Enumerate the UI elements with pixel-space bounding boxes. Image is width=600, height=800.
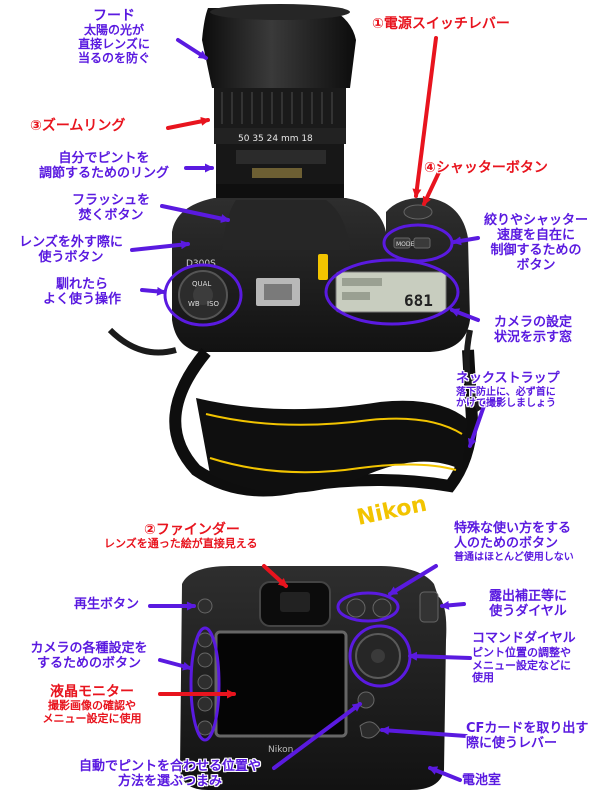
label-mode-line2: よく使う操作 bbox=[42, 291, 121, 307]
label-viewfinder: ②ファインダー レンズを通った絵が直接見える bbox=[104, 522, 257, 551]
label-af-selector: 自動でピントを合わせる位置や 方法を選ぶつまみ bbox=[60, 759, 280, 790]
label-menu-line1: カメラの各種設定を bbox=[30, 641, 148, 656]
svg-text:MODE: MODE bbox=[396, 241, 415, 248]
zoom-markings: 50 35 24 mm 18 bbox=[238, 134, 313, 144]
lens-hood bbox=[202, 8, 356, 88]
highlight-left-buttons bbox=[189, 626, 221, 742]
label-flash-line2: 焚くボタン bbox=[78, 207, 144, 223]
back-brand: Nikon bbox=[268, 745, 293, 755]
highlight-back-buttons bbox=[336, 591, 400, 623]
label-special-desc: 普通はほとんど使用しない bbox=[454, 551, 574, 563]
label-aperture-line4: ボタン bbox=[516, 257, 556, 273]
label-aperture-line3: 制御するための bbox=[490, 242, 582, 258]
label-hood: フード 太陽の光が 直接レンズに 当るのを防ぐ bbox=[44, 8, 184, 65]
lcd-monitor bbox=[214, 630, 348, 738]
label-aperture: 絞りやシャッター 速度を自在に 制御するための ボタン bbox=[474, 213, 598, 274]
label-af-line1: 自動でピントを合わせる位置や bbox=[78, 759, 261, 774]
label-exposure-dial: 露出補正等に 使うダイヤル bbox=[468, 589, 588, 620]
zoom-ring bbox=[214, 88, 346, 128]
back-camera-photo: Nikon bbox=[180, 566, 447, 790]
label-zoom-ring: ③ズームリング bbox=[30, 118, 126, 134]
arrow-viewfinder bbox=[262, 564, 288, 588]
label-command-desc2: メニュー設定などに bbox=[472, 658, 571, 672]
label-viewfinder-title: ②ファインダー bbox=[144, 522, 240, 538]
label-command-dial: コマンドダイヤル ピント位置の調整や メニュー設定などに 使用 bbox=[472, 631, 576, 685]
svg-text:QUAL: QUAL bbox=[192, 280, 211, 288]
label-strap-title: ネックストラップ bbox=[456, 371, 560, 386]
label-exposure-line1: 露出補正等に bbox=[488, 589, 567, 604]
arrow-shutter bbox=[422, 168, 442, 206]
label-flash-line1: フラッシュを bbox=[71, 193, 150, 208]
strap-brand: Nikon bbox=[355, 492, 429, 531]
label-strap-desc2: かけて撮影しましょう bbox=[456, 398, 556, 410]
label-menu-line2: するためのボタン bbox=[36, 655, 141, 671]
arrow-menu bbox=[158, 658, 192, 671]
label-power-switch: ①電源スイッチレバー bbox=[372, 16, 510, 32]
label-lcd-title: 液晶モニター bbox=[50, 684, 134, 700]
label-playback: 再生ボタン bbox=[74, 597, 140, 612]
arrow-zoom bbox=[166, 116, 210, 130]
label-cf-lever: CFカードを取り出す 際に使うレバー bbox=[466, 721, 589, 752]
label-strap-desc1: 落下防止に、必ず首に bbox=[456, 386, 556, 398]
label-hood-desc1: 太陽の光が bbox=[83, 23, 144, 38]
label-focus-line2: 調節するためのリング bbox=[38, 165, 169, 181]
label-command-desc3: 使用 bbox=[472, 671, 494, 685]
top-lcd-readout: 681 bbox=[404, 291, 433, 310]
arrow-af bbox=[272, 702, 362, 770]
arrow-mode-dial bbox=[140, 286, 166, 296]
label-special-line2: 人のためのボタン bbox=[454, 535, 559, 551]
label-cf-line2: 際に使うレバー bbox=[466, 735, 558, 751]
arrow-special bbox=[388, 564, 438, 596]
arrow-command bbox=[408, 651, 472, 661]
label-aperture-line1: 絞りやシャッター bbox=[483, 213, 588, 228]
highlight-top-lcd bbox=[324, 258, 460, 326]
label-strap: ネックストラップ 落下防止に、必ず首に かけて撮影しましょう bbox=[456, 371, 560, 410]
label-exposure-line2: 使うダイヤル bbox=[489, 603, 567, 619]
label-lcd-desc2: メニュー設定に使用 bbox=[42, 711, 142, 725]
label-menu-buttons: カメラの各種設定を するためのボタン bbox=[14, 641, 164, 672]
arrow-strap bbox=[468, 398, 488, 448]
arrow-lens-release bbox=[130, 240, 190, 252]
label-af-line2: 方法を選ぶつまみ bbox=[117, 773, 222, 789]
label-battery: 電池室 bbox=[462, 773, 502, 788]
label-lens-line2: 使うボタン bbox=[38, 249, 104, 265]
label-special-button: 特殊な使い方をする 人のためのボタン 普通はほとんど使用しない bbox=[454, 521, 574, 563]
label-focus-line1: 自分でピントを bbox=[58, 151, 150, 166]
label-status-window: カメラの設定 状況を示す窓 bbox=[478, 315, 588, 346]
label-special-line1: 特殊な使い方をする bbox=[454, 521, 572, 536]
label-lens-release: レンズを外す際に 使うボタン bbox=[6, 235, 136, 266]
label-status-line1: カメラの設定 bbox=[493, 315, 572, 330]
label-hood-title: フード bbox=[93, 8, 135, 24]
label-mode-line1: 馴れたら bbox=[55, 277, 108, 292]
label-cf-line1: CFカードを取り出す bbox=[466, 721, 589, 736]
shutter-button bbox=[403, 204, 433, 220]
label-hood-desc2: 直接レンズに bbox=[78, 36, 150, 51]
label-aperture-line2: 速度を自在に bbox=[496, 227, 575, 243]
arrow-hood bbox=[176, 38, 208, 60]
label-lcd-desc1: 撮影画像の確認や bbox=[48, 699, 136, 713]
label-lcd-monitor: 液晶モニター 撮影画像の確認や メニュー設定に使用 bbox=[22, 684, 162, 725]
top-camera-photo: 50 35 24 mm 18 QUAL WB ISO D300S 681 MOD… bbox=[107, 4, 483, 531]
svg-text:ISO: ISO bbox=[207, 300, 220, 308]
arrow-aperture bbox=[452, 236, 480, 246]
label-mode-dial: 馴れたら よく使う操作 bbox=[22, 277, 142, 308]
label-command-title: コマンドダイヤル bbox=[472, 631, 576, 646]
arrow-battery bbox=[428, 766, 462, 782]
label-focus-ring: 自分でピントを 調節するためのリング bbox=[14, 151, 194, 182]
arrow-status bbox=[450, 308, 480, 322]
svg-text:WB: WB bbox=[188, 300, 200, 308]
label-command-desc1: ピント位置の調整や bbox=[472, 645, 571, 659]
label-lens-line1: レンズを外す際に bbox=[19, 235, 123, 250]
arrow-power bbox=[412, 36, 438, 198]
label-viewfinder-desc: レンズを通った絵が直接見える bbox=[104, 537, 258, 551]
arrow-exposure bbox=[440, 600, 466, 610]
label-shutter: ④シャッターボタン bbox=[424, 160, 548, 176]
label-status-line2: 状況を示す窓 bbox=[493, 329, 572, 345]
label-hood-desc3: 当るのを防ぐ bbox=[77, 50, 150, 65]
label-flash: フラッシュを 焚くボタン bbox=[56, 193, 166, 224]
arrow-flash bbox=[160, 204, 230, 223]
arrow-cf bbox=[380, 726, 468, 738]
